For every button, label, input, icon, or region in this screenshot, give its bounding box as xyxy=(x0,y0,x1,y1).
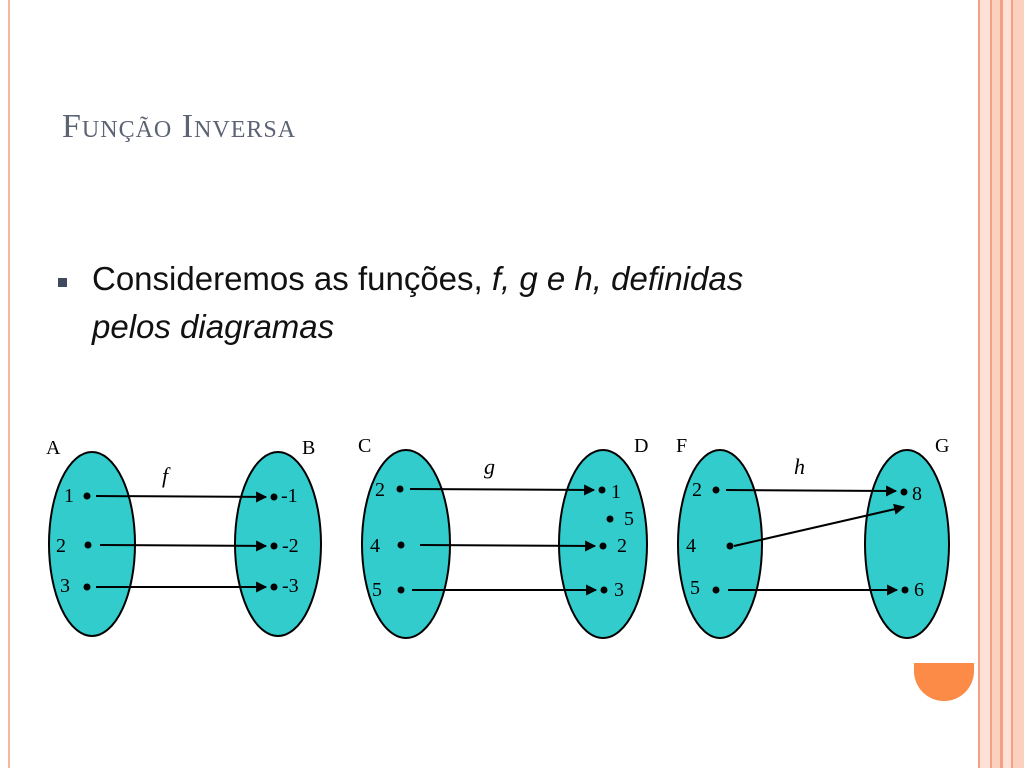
element-dot xyxy=(270,493,278,501)
left-border xyxy=(8,0,10,768)
accent-half-circle xyxy=(914,663,974,701)
a-element-1: 1 xyxy=(64,485,74,507)
c-element-2: 4 xyxy=(370,535,380,557)
element-dot xyxy=(712,586,720,594)
f-element-3: 5 xyxy=(690,577,700,599)
page-title: Função Inversa xyxy=(62,108,297,145)
f-element-2: 4 xyxy=(686,535,696,557)
g-element-8: 8 xyxy=(912,483,922,505)
set-label-c: C xyxy=(358,435,371,457)
diagram-g: C D g 2 4 5 1 5 2 3 xyxy=(358,435,648,639)
a-element-3: 3 xyxy=(60,575,70,597)
element-dot xyxy=(83,583,91,591)
function-label-g: g xyxy=(484,454,495,479)
set-g-ellipse xyxy=(864,449,950,639)
function-diagrams: A B f 1 2 3 -1 -2 -3 C D g 2 4 5 1 5 2 3 xyxy=(46,435,950,639)
element-dot xyxy=(270,583,278,591)
mapping-arrow xyxy=(733,503,906,547)
element-dot xyxy=(397,541,405,549)
bullet-square-icon xyxy=(58,278,67,287)
set-label-f: F xyxy=(676,435,687,457)
c-element-3: 5 xyxy=(372,579,382,601)
mapping-arrow xyxy=(99,540,268,552)
element-dot xyxy=(712,486,720,494)
bullet-text: Consideremos as funções, f, g e h, defin… xyxy=(92,255,912,351)
d-element-3: 3 xyxy=(614,579,624,601)
set-a-ellipse xyxy=(48,451,136,637)
mapping-arrow xyxy=(725,485,898,497)
element-dot xyxy=(599,542,607,550)
f-element-1: 2 xyxy=(692,479,702,501)
set-label-b: B xyxy=(302,437,315,459)
element-dot xyxy=(726,542,734,550)
bullet-emphasis-1: f, g e h, definidas xyxy=(491,260,744,297)
diagram-h: F G h 2 4 5 8 6 xyxy=(676,435,950,639)
bullet-lead: Consideremos as funções, xyxy=(92,260,492,297)
decor-stripe xyxy=(1000,0,1003,768)
d-element-5: 5 xyxy=(624,508,634,530)
element-dot xyxy=(901,586,909,594)
element-dot xyxy=(606,515,614,523)
d-element-2: 2 xyxy=(617,535,627,557)
element-dot xyxy=(270,542,278,550)
decor-stripe xyxy=(978,0,980,768)
element-dot xyxy=(84,541,92,549)
set-label-a: A xyxy=(46,437,61,459)
element-dot xyxy=(600,586,608,594)
g-element-6: 6 xyxy=(914,579,924,601)
mapping-arrow xyxy=(95,491,268,503)
element-dot xyxy=(598,486,606,494)
element-dot xyxy=(397,586,405,594)
decor-stripe xyxy=(1003,0,1011,768)
function-label-f: f xyxy=(162,463,171,488)
d-element-1: 1 xyxy=(611,481,621,503)
b-element-2: -2 xyxy=(282,535,299,557)
c-element-1: 2 xyxy=(375,479,385,501)
b-element-3: -3 xyxy=(282,575,299,597)
set-label-d: D xyxy=(634,435,648,457)
a-element-2: 2 xyxy=(56,535,66,557)
decor-stripe xyxy=(980,0,990,768)
decor-stripe xyxy=(1011,0,1013,768)
element-dot xyxy=(396,485,404,493)
element-dot xyxy=(900,488,908,496)
set-label-g: G xyxy=(935,435,949,457)
mapping-arrow xyxy=(419,540,597,552)
diagram-f: A B f 1 2 3 -1 -2 -3 xyxy=(46,437,322,637)
element-dot xyxy=(83,492,91,500)
bullet-emphasis-2: pelos diagramas xyxy=(92,308,335,345)
mapping-arrow xyxy=(409,484,596,496)
b-element-1: -1 xyxy=(281,485,298,507)
function-label-h: h xyxy=(794,454,805,479)
decor-stripe xyxy=(1013,0,1024,768)
set-b-ellipse xyxy=(234,451,322,637)
decor-stripe xyxy=(990,0,992,768)
decor-stripe xyxy=(992,0,1000,768)
